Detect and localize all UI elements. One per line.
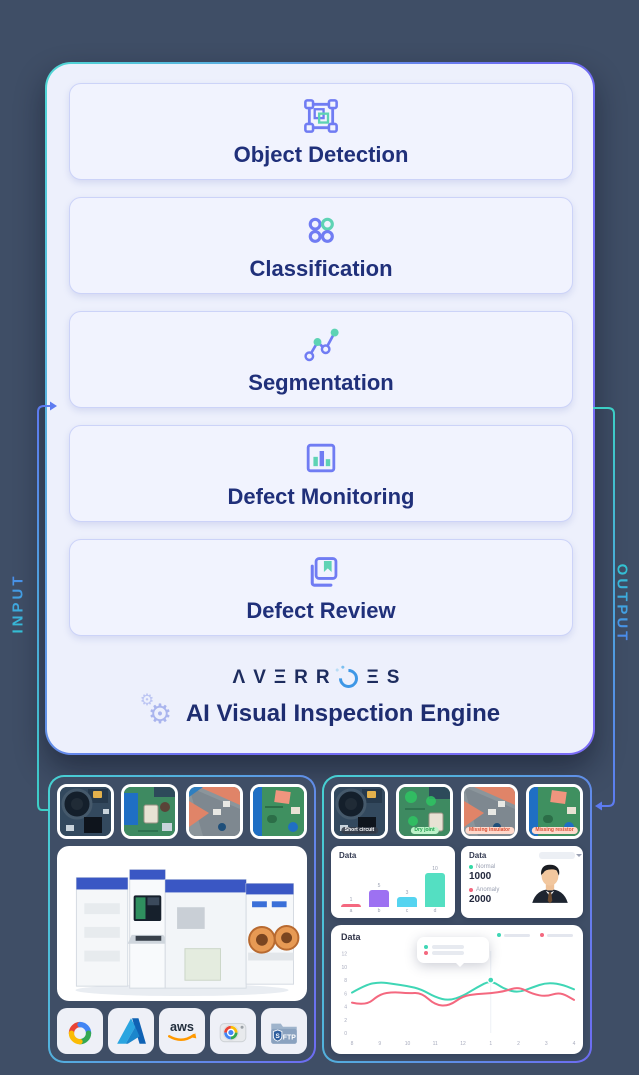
brand-block: ΛVΞRR ΞS ⚙ ⚙ AI Visual Inspection Engine xyxy=(47,664,593,731)
azure-logo xyxy=(108,1008,154,1054)
google-cloud-logo xyxy=(57,1008,103,1054)
sftp-logo: FTP S xyxy=(261,1008,307,1054)
feature-label: Defect Monitoring xyxy=(227,484,415,509)
engine-caption: AI Visual Inspection Engine xyxy=(185,700,501,727)
wordmark-left: ΛVΞRR xyxy=(232,667,338,688)
svg-text:12: 12 xyxy=(341,952,347,958)
output-arrow xyxy=(593,407,615,811)
anomaly-label: Anomaly xyxy=(476,887,500,893)
avatar xyxy=(527,860,573,911)
wordmark-o-spinner-icon xyxy=(334,664,362,692)
svg-text:2: 2 xyxy=(517,1041,520,1047)
wordmark-right: ΞS xyxy=(366,667,408,688)
averroes-wordmark: ΛVΞRR ΞS xyxy=(47,664,593,692)
defect-badge: Missing insulator xyxy=(464,827,515,834)
pcb-thumbnail-green-detected: Dry joint xyxy=(396,784,453,839)
input-thumbnails xyxy=(57,784,307,839)
svg-text:2: 2 xyxy=(344,1018,347,1024)
pcb-thumbnail-salmon xyxy=(185,784,243,839)
shield-s-text: S xyxy=(276,1033,280,1040)
svg-text:11: 11 xyxy=(433,1041,438,1047)
dots-grid-icon xyxy=(308,217,334,243)
bar-chart-title: Data xyxy=(339,851,357,860)
engine-card: Object Detection Classification xyxy=(47,64,593,753)
anomaly-value: 2000 xyxy=(469,894,492,905)
output-thumbnails: Short circuit Dry joint Missing insulato… xyxy=(331,784,583,839)
pcb-thumbnail-coil-detected: Short circuit xyxy=(331,784,388,839)
feature-box-defect-review: Defect Review xyxy=(69,539,573,636)
svg-text:1: 1 xyxy=(489,1041,492,1047)
svg-text:12: 12 xyxy=(460,1041,466,1047)
svg-text:0: 0 xyxy=(344,1031,347,1037)
dropdown-control[interactable] xyxy=(539,852,582,859)
feature-label: Classification xyxy=(249,256,393,281)
stats-title: Data xyxy=(469,851,487,860)
feature-box-segmentation: Segmentation xyxy=(69,311,573,408)
engine-card-border: Object Detection Classification xyxy=(45,62,595,755)
svg-text:6: 6 xyxy=(344,991,347,997)
pcb-thumbnail-pink-detected: Missing resistor xyxy=(526,784,583,839)
normal-dot xyxy=(469,865,473,869)
line-chart-title: Data xyxy=(341,932,361,942)
ftp-text: FTP xyxy=(283,1035,296,1042)
svg-text:4: 4 xyxy=(573,1041,576,1047)
svg-text:9: 9 xyxy=(378,1041,381,1047)
output-panel: Short circuit Dry joint Missing insulato… xyxy=(322,775,592,1063)
input-arrow xyxy=(37,401,57,811)
feature-box-object-detection: Object Detection xyxy=(69,83,573,180)
pcb-thumbnail-green-blue xyxy=(121,784,179,839)
input-label: INPUT xyxy=(10,564,27,644)
normal-value: 1000 xyxy=(469,871,492,882)
svg-text:8: 8 xyxy=(344,978,347,984)
legend-item-teal xyxy=(497,933,530,937)
svg-text:4: 4 xyxy=(344,1005,347,1011)
polyline-nodes-icon xyxy=(304,328,339,362)
bounding-box-icon xyxy=(304,99,338,133)
svg-text:10: 10 xyxy=(341,965,347,971)
inspection-machine-illustration xyxy=(75,868,300,996)
feature-box-classification: Classification xyxy=(69,197,573,294)
line-chart-legend xyxy=(497,933,573,937)
input-panel: aws xyxy=(48,775,316,1063)
feature-label: Defect Review xyxy=(246,598,396,623)
svg-text:10: 10 xyxy=(405,1041,411,1047)
pcb-thumbnail-salmon-detected: Missing insulator xyxy=(461,784,518,839)
chart-tooltip xyxy=(417,937,489,967)
anomaly-dot xyxy=(469,888,473,892)
inspection-machine-card xyxy=(57,846,307,1001)
camera-logo xyxy=(210,1008,256,1054)
aws-logo: aws xyxy=(159,1008,205,1054)
aws-text: aws xyxy=(170,1020,194,1034)
pcb-thumbnail-green-pink xyxy=(249,784,307,839)
gears-icon: ⚙ ⚙ xyxy=(139,692,173,729)
pcb-thumbnail-coil xyxy=(57,784,114,839)
bookmark-pages-icon xyxy=(310,557,338,587)
defect-badge: Missing resistor xyxy=(531,827,578,834)
feature-label: Segmentation xyxy=(248,370,394,395)
defect-badge: Short circuit xyxy=(340,827,379,834)
bar-chart-square-icon xyxy=(306,443,336,473)
normal-label: Normal xyxy=(476,864,496,870)
svg-text:3: 3 xyxy=(545,1041,548,1047)
legend-item-pink xyxy=(540,933,573,937)
feature-label: Object Detection xyxy=(233,142,409,167)
stats-card: Data Normal 1000 Anomaly 2000 xyxy=(461,846,583,918)
svg-text:8: 8 xyxy=(351,1041,354,1047)
feature-box-defect-monitoring: Defect Monitoring xyxy=(69,425,573,522)
defect-badge: Dry joint xyxy=(410,827,439,834)
integration-logos: aws xyxy=(57,1008,307,1054)
